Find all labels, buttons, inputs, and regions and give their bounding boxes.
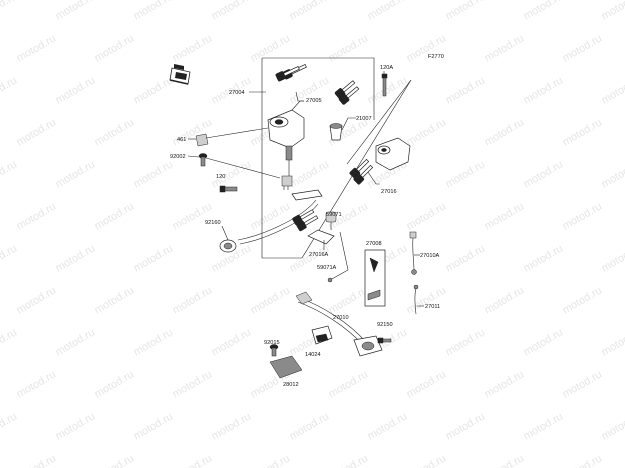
clip-14024 (311, 325, 333, 345)
bolt-92150 (377, 337, 392, 344)
wire-27010A (409, 231, 417, 275)
collar-461 (195, 133, 209, 147)
label-92002: 92002 (170, 154, 186, 160)
harness-27010 (295, 291, 383, 357)
switch-connector (281, 175, 293, 190)
label-120: 120 (216, 174, 225, 180)
bolt-120A (381, 71, 388, 97)
label-27011: 27011 (425, 304, 440, 310)
seal-59071 (325, 211, 337, 230)
lock-cylinder-21007 (329, 117, 356, 141)
label-461: 461 (177, 137, 186, 143)
bracket-27016A (307, 229, 335, 245)
label-92150: 92150 (377, 322, 393, 328)
diagram-code: F2770 (428, 54, 444, 60)
key-27016A (292, 209, 319, 232)
screw-92002 (198, 153, 208, 167)
label-27010A: 27010A (420, 253, 440, 259)
label-27016: 27016 (381, 189, 397, 195)
label-27016A: 27016A (309, 252, 329, 258)
label-59071A: 59071A (317, 265, 337, 271)
label-27008: 27008 (366, 241, 382, 247)
label-92160: 92160 (205, 220, 221, 226)
bolt-120 (219, 185, 238, 193)
label-92015: 92015 (264, 340, 280, 346)
screw-92015 (269, 344, 279, 357)
pad-28012 (269, 355, 303, 379)
label-27005: 27005 (306, 98, 322, 104)
label-59071: 59071 (326, 212, 342, 218)
label-27010: 27010 (333, 315, 349, 321)
key-tag-27008 (364, 249, 386, 307)
grommet-92160 (219, 239, 237, 253)
ignition-lock-body (267, 109, 305, 181)
label-28012: 28012 (283, 382, 299, 388)
seat-lock-27016 (349, 137, 411, 185)
label-120A: 120A (380, 65, 393, 71)
label-21007: 21007 (356, 116, 372, 122)
key-blank-27005 (275, 64, 360, 111)
wire-27011 (413, 284, 419, 315)
clip-59071A (327, 231, 349, 283)
label-14024: 14024 (305, 352, 321, 358)
label-27004: 27004 (229, 90, 245, 96)
front-direction-icon (169, 64, 191, 85)
